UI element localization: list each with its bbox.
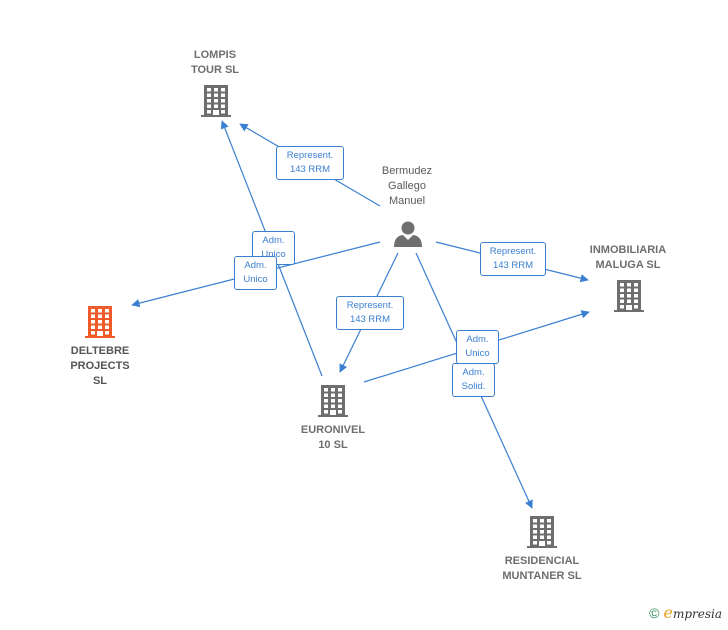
footer-brand: © empresia [649, 603, 722, 622]
person-icon-bermudez[interactable] [394, 221, 422, 248]
node-label-residencial[interactable]: RESIDENCIAL MUNTANER SL [502, 555, 582, 582]
edge-label-person-residencial[interactable]: Adm. Solid. [452, 363, 495, 397]
edge-label-person-lompis[interactable]: Represent. 143 RRM [276, 146, 344, 180]
copyright-icon: © [649, 604, 660, 621]
edge-label-person-inmobiliaria[interactable]: Represent. 143 RRM [480, 242, 546, 276]
edge-label-person-euronivel[interactable]: Represent. 143 RRM [336, 296, 404, 330]
building-icon-deltebre[interactable] [85, 306, 115, 338]
edge-label-person-deltebre[interactable]: Adm. Unico [234, 256, 277, 290]
building-icon-residencial[interactable] [527, 516, 557, 548]
node-label-lompis[interactable]: LOMPIS TOUR SL [190, 49, 240, 76]
building-icon-inmobiliaria[interactable] [614, 280, 644, 312]
brand-logo: empresia [663, 603, 722, 622]
node-label-deltebre[interactable]: DELTEBRE PROJECTS SL [70, 345, 130, 387]
building-icon-euronivel[interactable] [318, 385, 348, 417]
node-label-person[interactable]: Bermudez Gallego Manuel [381, 165, 433, 207]
building-icon-lompis[interactable] [201, 85, 231, 117]
edge-label-euronivel-inmobiliaria[interactable]: Adm. Unico [456, 330, 499, 364]
node-label-inmobiliaria[interactable]: INMOBILIARIA MALUGA SL [589, 244, 667, 271]
node-label-euronivel[interactable]: EURONIVEL 10 SL [300, 424, 366, 451]
